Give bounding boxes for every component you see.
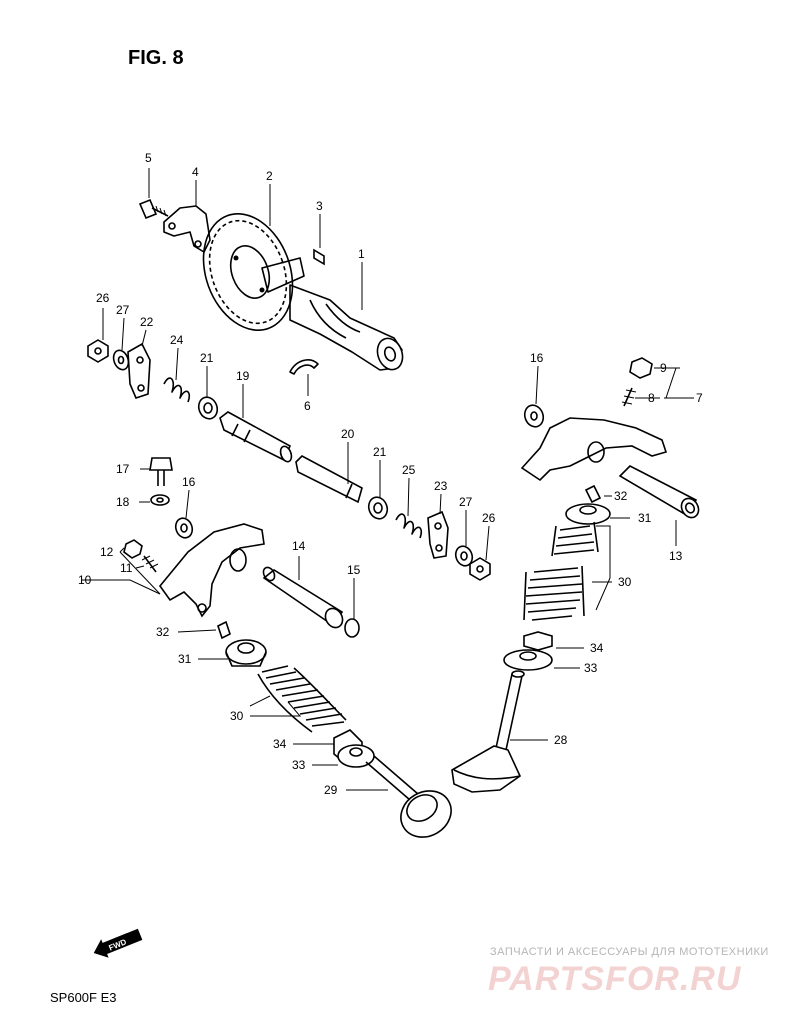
model-code: SP600F E3 <box>50 990 117 1005</box>
shaft-right <box>295 455 363 504</box>
washer-16-left <box>174 517 194 539</box>
spring-right <box>395 513 423 539</box>
callout-17: 17 <box>116 462 130 476</box>
callout-12: 12 <box>100 545 114 559</box>
callout-25: 25 <box>402 463 416 477</box>
washer-18 <box>150 494 170 506</box>
retainer-31-left <box>225 639 267 667</box>
callout-11: 11 <box>120 561 133 575</box>
shaft-left <box>219 411 293 463</box>
callout-15: 15 <box>347 563 361 577</box>
callout-3: 3 <box>316 199 323 213</box>
callout-27-left: 27 <box>116 303 130 317</box>
callout-2: 2 <box>266 169 273 183</box>
locknut-12 <box>123 539 143 559</box>
callout-31-left: 31 <box>178 652 192 666</box>
callout-6: 6 <box>304 399 311 413</box>
callout-24: 24 <box>170 333 184 347</box>
callout-27-right: 27 <box>459 495 473 509</box>
callout-34-left: 34 <box>273 737 287 751</box>
callout-1: 1 <box>358 247 365 261</box>
callout-21-right: 21 <box>373 445 387 459</box>
callout-31-right: 31 <box>638 511 652 525</box>
callout-30-right: 30 <box>618 575 632 589</box>
seal-left <box>197 396 219 420</box>
adjuster-8 <box>621 387 637 407</box>
valve-29 <box>365 755 452 838</box>
callout-26-right: 26 <box>482 511 496 525</box>
callout-7: 7 <box>696 391 703 405</box>
dowel-pin <box>313 248 325 266</box>
rocker-shaft-right <box>618 465 700 519</box>
cam-plate <box>163 205 211 253</box>
cotter-32-right <box>584 484 602 504</box>
callout-16-right: 16 <box>530 351 544 365</box>
callout-23: 23 <box>434 479 448 493</box>
washer-16-right <box>523 404 545 428</box>
seal-right <box>367 496 389 520</box>
callout-13: 13 <box>669 549 683 563</box>
callout-28: 28 <box>554 733 568 747</box>
leader-lines <box>82 168 694 791</box>
callout-8: 8 <box>648 391 655 405</box>
callout-21-left: 21 <box>200 351 214 365</box>
bolt-17 <box>149 457 173 486</box>
callout-33-left: 33 <box>292 758 306 772</box>
spring-30-left <box>257 665 347 733</box>
seat-33-right <box>503 649 553 671</box>
seal-34-right <box>523 631 553 651</box>
nut-left <box>87 339 109 363</box>
callout-14: 14 <box>292 539 306 553</box>
spring-left <box>163 377 191 403</box>
rocker-arm-left <box>158 523 265 618</box>
retainer-31-right <box>565 503 611 525</box>
fwd-arrow: FWD <box>93 928 143 958</box>
callout-9: 9 <box>660 361 667 375</box>
fwd-label: FWD <box>107 937 127 952</box>
callout-32-right: 32 <box>614 489 628 503</box>
washer-right <box>454 545 474 567</box>
camshaft <box>261 257 404 371</box>
valve-28 <box>451 670 525 793</box>
callout-26-left: 26 <box>96 291 110 305</box>
callout-10: 10 <box>78 573 92 587</box>
callout-5: 5 <box>145 151 152 165</box>
sprocket-bolt <box>138 198 169 220</box>
callout-16-left: 16 <box>182 475 196 489</box>
lever-right <box>427 510 449 559</box>
callout-20: 20 <box>341 427 355 441</box>
adjuster-11 <box>141 555 159 573</box>
watermark-tagline: ЗАПЧАСТИ И АКСЕССУАРЫ ДЛЯ МОТОТЕХНИКИ <box>490 946 769 958</box>
callout-4: 4 <box>192 165 199 179</box>
lever-left <box>127 342 151 399</box>
rocker-arm-right <box>520 417 668 482</box>
watermark-logo: PARTSFOR.RU <box>488 960 742 998</box>
callout-18: 18 <box>116 495 130 509</box>
cotter-32-left <box>217 620 231 640</box>
spring-30-right <box>523 521 599 621</box>
callout-30-left: 30 <box>230 709 244 723</box>
rocker-shaft-left <box>262 566 344 629</box>
callout-22: 22 <box>140 315 154 329</box>
o-ring-15 <box>344 618 360 638</box>
figure-title: FIG. 8 <box>128 47 184 69</box>
circlip <box>289 359 319 375</box>
nut-right <box>469 557 491 581</box>
callout-34-right: 34 <box>590 641 604 655</box>
callout-33-right: 33 <box>584 661 598 675</box>
cam-sprocket <box>202 213 294 331</box>
callouts: 5 4 2 3 1 6 26 27 22 24 21 19 20 21 25 2… <box>78 151 703 797</box>
callout-32-left: 32 <box>156 625 170 639</box>
locknut-9 <box>629 357 653 379</box>
callout-19: 19 <box>236 369 250 383</box>
callout-29: 29 <box>324 783 338 797</box>
